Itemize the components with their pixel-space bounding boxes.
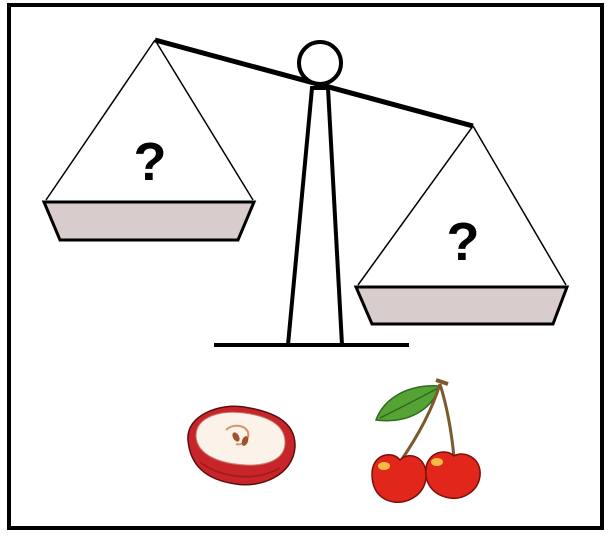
left-pan-question-mark: ? bbox=[134, 132, 167, 192]
cherries-icon bbox=[372, 380, 480, 502]
pivot-ring bbox=[299, 42, 341, 84]
apple-icon bbox=[188, 406, 295, 485]
right-pan bbox=[356, 287, 567, 324]
scale-stand bbox=[288, 88, 342, 345]
right-pan-question-mark: ? bbox=[447, 212, 480, 272]
left-pan bbox=[44, 202, 254, 240]
